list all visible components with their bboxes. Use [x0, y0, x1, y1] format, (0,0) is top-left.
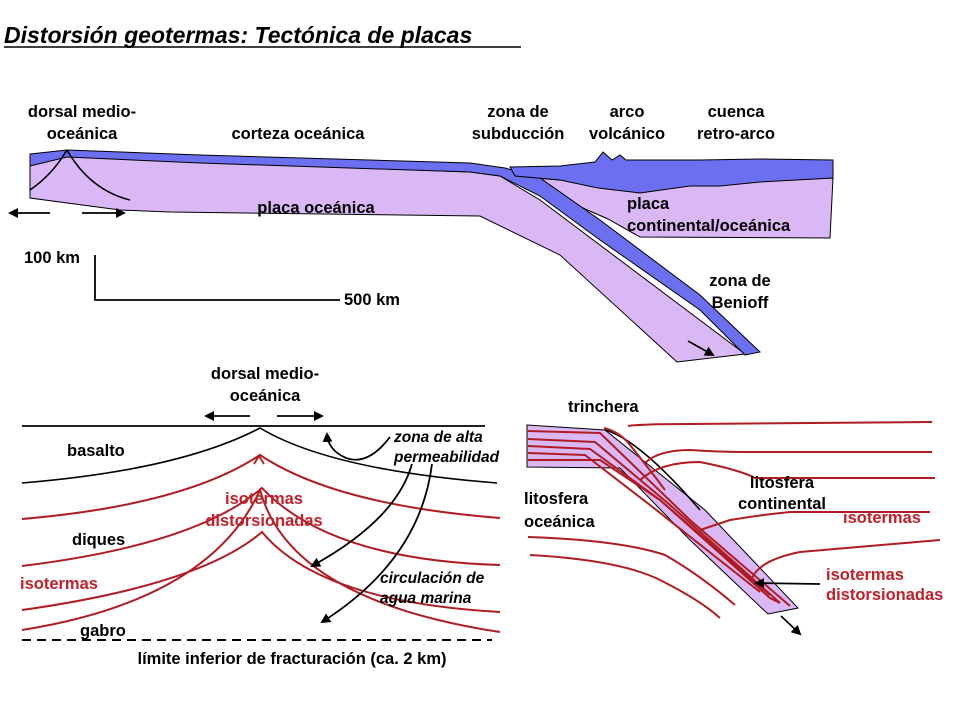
wedge-isotherm-2	[645, 448, 932, 463]
ridge-label-2: oceánica	[230, 387, 301, 405]
surface-isotherm	[627, 421, 933, 427]
wedge-isotherm-3	[639, 460, 935, 481]
distorted-isotherms-label-2: distorsionadas	[205, 512, 322, 530]
ocean-litho-label-2: oceánica	[524, 513, 595, 531]
oceanic-crust-label: corteza oceánica	[232, 125, 366, 143]
top-ridge-label-1: dorsal medio-	[28, 103, 136, 121]
isotherms-label-left: isotermas	[20, 575, 98, 593]
circulation-arrow-1	[310, 463, 413, 567]
ridge-isotherm-diagram: dorsal medio- oceánica basalto zona de a…	[20, 365, 501, 668]
wedge-isotherm-5	[751, 539, 941, 579]
isotherm-4	[21, 487, 501, 633]
trench-line	[604, 429, 701, 511]
cont-litho-label-1: litosfera	[750, 474, 815, 492]
top-cross-section: dorsal medio- oceánica corteza oceánica …	[8, 103, 834, 363]
arc-label-1: arco	[610, 103, 645, 121]
distorted-isotherms-right-label-2: distorsionadas	[826, 586, 943, 604]
basin-label-2: retro-arco	[697, 125, 775, 143]
basin-label-1: cuenca	[708, 103, 766, 121]
circulation-label-2: agua marina	[380, 590, 472, 607]
cont-plate-label-2: continental/oceánica	[627, 217, 791, 235]
isotherm-2	[21, 486, 501, 567]
scale-vertical-label: 100 km	[24, 249, 80, 267]
distorted-isotherms-label-1: isotermas	[225, 490, 303, 508]
scale-horizontal-label: 500 km	[344, 291, 400, 309]
fracture-limit-label: límite inferior de fracturación (ca. 2 k…	[137, 650, 446, 668]
slab-descent-arrow	[780, 615, 802, 636]
subduction-isotherm-diagram: trinchera litosfera continental isoterma…	[524, 398, 943, 636]
cont-litho-label-2: continental	[738, 495, 826, 513]
wedge-isotherm-1	[603, 427, 666, 491]
isotherm-1	[21, 453, 501, 520]
dikes-label: diques	[72, 531, 125, 549]
circulation-label-1: circulación de	[380, 570, 485, 587]
gabbro-label: gabro	[80, 622, 126, 640]
slab-isotherm-2	[527, 438, 781, 604]
ocean-isotherm-1	[527, 536, 736, 606]
wedge-isotherm-4	[699, 511, 930, 531]
benioff-label-1: zona de	[709, 272, 770, 290]
ocean-litho-label-1: litosfera	[524, 490, 589, 508]
oceanic-plate-label: placa oceánica	[257, 199, 375, 217]
ridge-left-line	[29, 149, 68, 191]
ridge-label-1: dorsal medio-	[211, 365, 319, 383]
circulation-arrow-2	[320, 463, 433, 624]
arc-label-2: volcánico	[589, 125, 665, 143]
isotherms-label-right: isotermas	[843, 509, 921, 527]
top-ridge-label-2: oceánica	[47, 125, 118, 143]
permeability-label-1: zona de alta	[393, 429, 483, 446]
ridge-top-curve	[21, 427, 498, 484]
subduction-arrow	[687, 340, 715, 356]
benioff-label-2: Benioff	[712, 294, 769, 312]
subduction-label-2: subducción	[472, 125, 565, 143]
cont-plate-label-1: placa	[627, 195, 670, 213]
arc-crust-shape	[509, 151, 834, 194]
ocean-isotherm-2	[529, 554, 721, 619]
basalt-label: basalto	[67, 442, 125, 460]
isotherm-caret	[253, 454, 265, 465]
distorted-isotherms-right-label-1: isotermas	[826, 566, 904, 584]
slab-isotherm-4	[527, 452, 761, 593]
permeability-arrow	[322, 432, 391, 461]
page-title: Distorsión geotermas: Tectónica de placa…	[4, 22, 472, 48]
ridge-right-line	[66, 149, 131, 201]
oceanic-crust-shape	[29, 149, 762, 356]
permeability-label-2: permeabilidad	[393, 449, 500, 466]
trench-label: trinchera	[568, 398, 639, 416]
slab-isotherm-3	[527, 445, 771, 596]
isotherm-3	[21, 530, 501, 613]
subduction-label-1: zona de	[487, 103, 548, 121]
scale-bar	[94, 255, 340, 301]
distorted-isotherms-arrow	[754, 578, 821, 589]
